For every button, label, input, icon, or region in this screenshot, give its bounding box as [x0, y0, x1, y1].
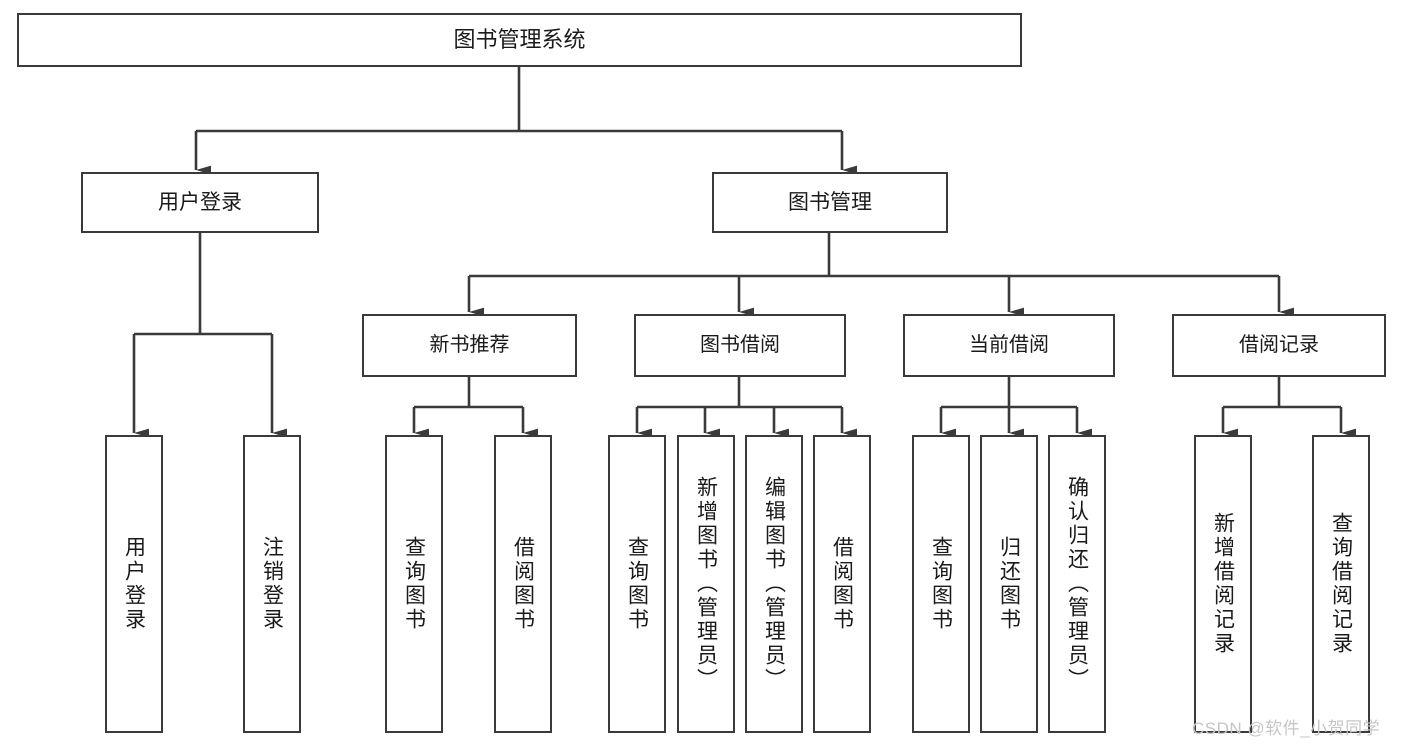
- leaf-user-login[interactable]: 用户登录: [105, 435, 163, 733]
- node-book-borrow-label: 图书借阅: [700, 334, 780, 357]
- leaf-user-login-label: 用户登录: [122, 536, 146, 632]
- node-user-login-label: 用户登录: [158, 190, 242, 214]
- leaf-return-book[interactable]: 归还图书: [980, 435, 1038, 733]
- node-new-book-recommend[interactable]: 新书推荐: [362, 314, 577, 377]
- leaf-return-book-label: 归还图书: [997, 536, 1021, 632]
- leaf-add-record[interactable]: 新增借阅记录: [1194, 435, 1252, 733]
- leaf-borrow-book-1[interactable]: 借阅图书: [494, 435, 552, 733]
- leaf-add-record-label: 新增借阅记录: [1211, 512, 1235, 656]
- leaf-logout[interactable]: 注销登录: [243, 435, 301, 733]
- node-book-borrow[interactable]: 图书借阅: [634, 314, 846, 377]
- node-root[interactable]: 图书管理系统: [17, 13, 1022, 67]
- node-borrow-record[interactable]: 借阅记录: [1172, 314, 1386, 377]
- node-user-login[interactable]: 用户登录: [81, 172, 319, 233]
- leaf-confirm-return[interactable]: 确认归还（管理员）: [1048, 435, 1106, 733]
- node-book-manage-label: 图书管理: [788, 190, 872, 214]
- leaf-borrow-book-1-label: 借阅图书: [511, 536, 535, 632]
- node-new-book-recommend-label: 新书推荐: [429, 334, 510, 357]
- leaf-query-book-2-label: 查询图书: [625, 536, 649, 632]
- leaf-confirm-return-label: 确认归还（管理员）: [1065, 476, 1089, 692]
- leaf-query-book-1[interactable]: 查询图书: [385, 435, 443, 733]
- node-root-label: 图书管理系统: [453, 26, 586, 52]
- node-book-manage[interactable]: 图书管理: [712, 172, 948, 233]
- leaf-borrow-book-2-label: 借阅图书: [830, 536, 854, 632]
- leaf-query-book-3-label: 查询图书: [929, 536, 953, 632]
- leaf-edit-book-label: 编辑图书（管理员）: [762, 476, 786, 692]
- leaf-query-book-1-label: 查询图书: [402, 536, 426, 632]
- node-borrow-record-label: 借阅记录: [1239, 334, 1319, 357]
- leaf-logout-label: 注销登录: [260, 536, 284, 632]
- leaf-query-book-2[interactable]: 查询图书: [608, 435, 666, 733]
- leaf-add-book[interactable]: 新增图书（管理员）: [677, 435, 735, 733]
- node-current-borrow-label: 当前借阅: [969, 334, 1049, 357]
- node-current-borrow[interactable]: 当前借阅: [903, 314, 1115, 377]
- leaf-query-record-label: 查询借阅记录: [1329, 512, 1353, 656]
- leaf-add-book-label: 新增图书（管理员）: [694, 476, 718, 692]
- leaf-edit-book[interactable]: 编辑图书（管理员）: [745, 435, 803, 733]
- leaf-query-book-3[interactable]: 查询图书: [912, 435, 970, 733]
- watermark: CSDN @软件_小贺同学: [1192, 719, 1381, 738]
- leaf-query-record[interactable]: 查询借阅记录: [1312, 435, 1370, 733]
- leaf-borrow-book-2[interactable]: 借阅图书: [813, 435, 871, 733]
